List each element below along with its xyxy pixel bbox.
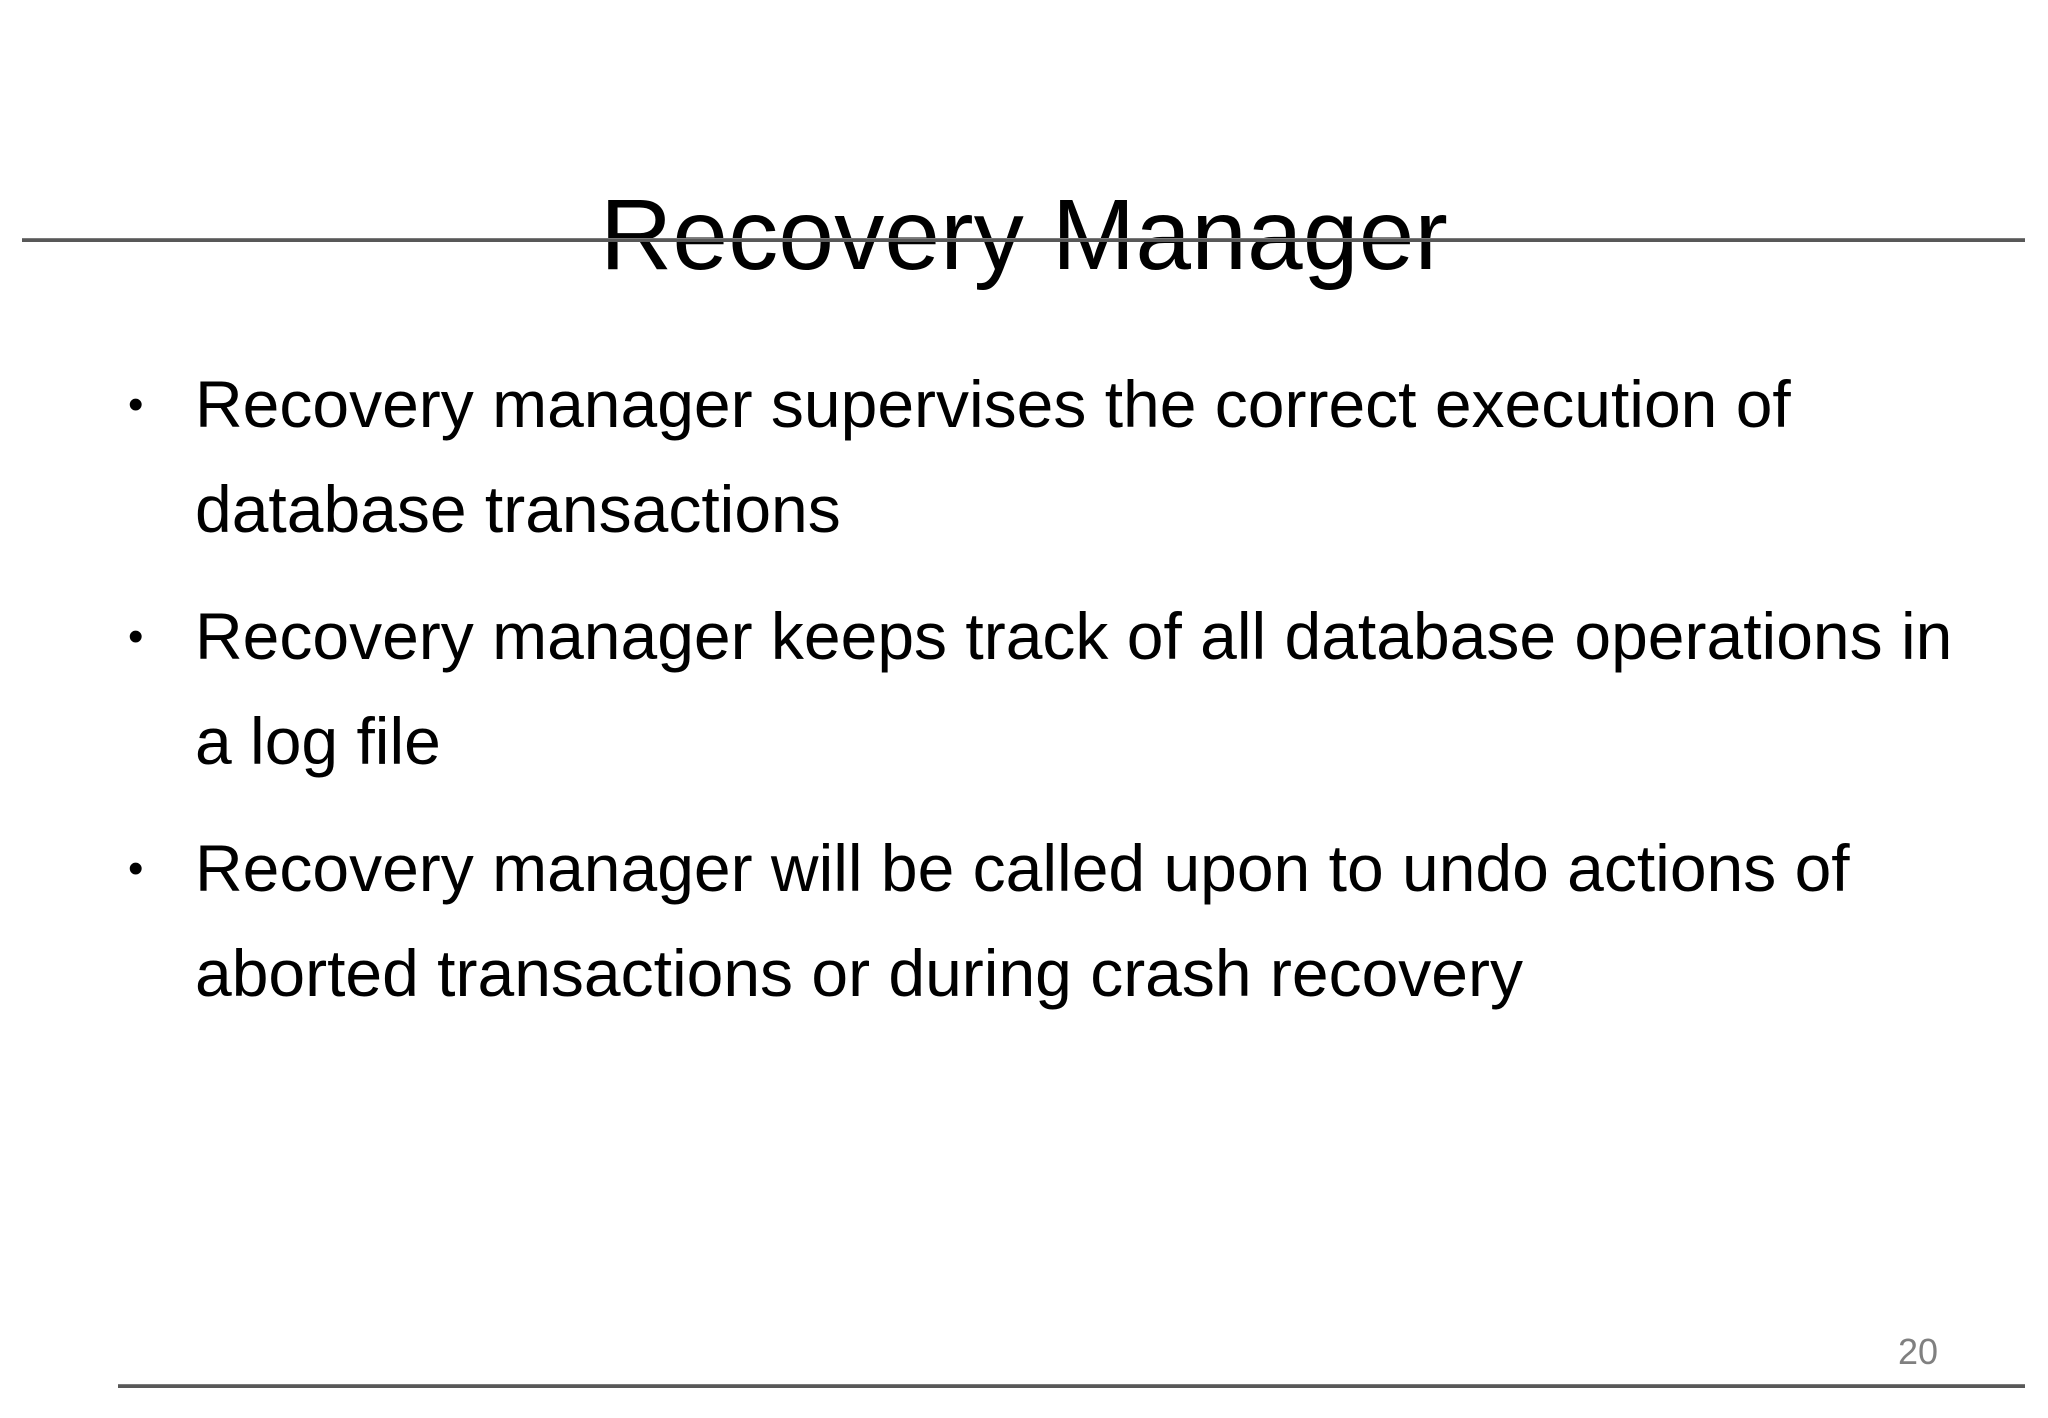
bullet-item-text: Recovery manager supervises the correct … bbox=[195, 367, 1791, 546]
slide-bullet-list: • Recovery manager supervises the correc… bbox=[118, 352, 1958, 1026]
bullet-point-icon: • bbox=[128, 612, 144, 661]
bullet-point-icon: • bbox=[128, 844, 144, 893]
slide-title: Recovery Manager bbox=[599, 179, 1449, 291]
bullet-item-1: • Recovery manager supervises the correc… bbox=[118, 352, 1958, 562]
title-divider-rule bbox=[22, 238, 2025, 242]
bullet-item-text: Recovery manager keeps track of all data… bbox=[195, 599, 1953, 778]
bullet-item-2: • Recovery manager keeps track of all da… bbox=[118, 584, 1958, 794]
footer-divider-rule bbox=[118, 1384, 2025, 1388]
page-number: 20 bbox=[1898, 1331, 1939, 1372]
bullet-item-3: • Recovery manager will be called upon t… bbox=[118, 816, 1958, 1026]
bullet-point-icon: • bbox=[128, 380, 144, 429]
bullet-item-text: Recovery manager will be called upon to … bbox=[195, 831, 1850, 1010]
